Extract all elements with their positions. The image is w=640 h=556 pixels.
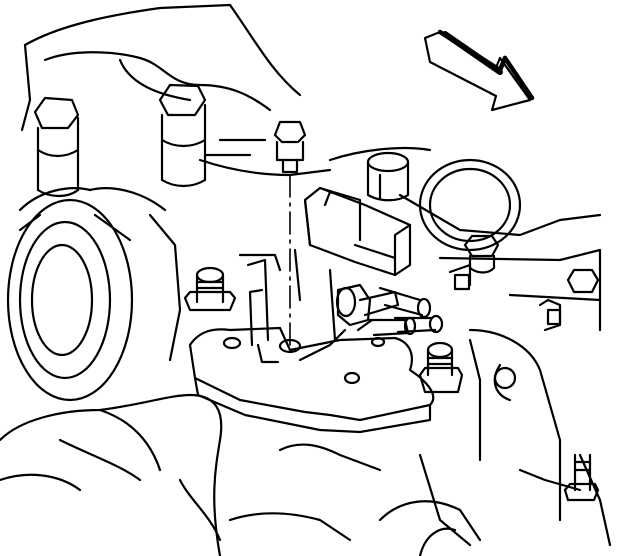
- lifting-ring: [418, 158, 522, 252]
- pulley-left: [6, 198, 134, 402]
- bracket-bolt-exploded: [273, 120, 307, 174]
- head-bolt-left: [33, 96, 80, 198]
- mounting-bracket: [188, 258, 435, 434]
- sensor-connector-body: [303, 151, 412, 277]
- head-bolt-right: [158, 83, 207, 188]
- hand-lower: [0, 393, 482, 556]
- bracket-stud-left: [183, 266, 237, 312]
- hose-fitting-pair: [358, 286, 444, 337]
- direction-arrow: [423, 29, 535, 112]
- bracket-stud-right: [418, 341, 464, 394]
- engine-block-outline: [18, 3, 612, 547]
- rear-bolt-right: [448, 263, 600, 502]
- vacuum-port-fitting: [335, 283, 374, 332]
